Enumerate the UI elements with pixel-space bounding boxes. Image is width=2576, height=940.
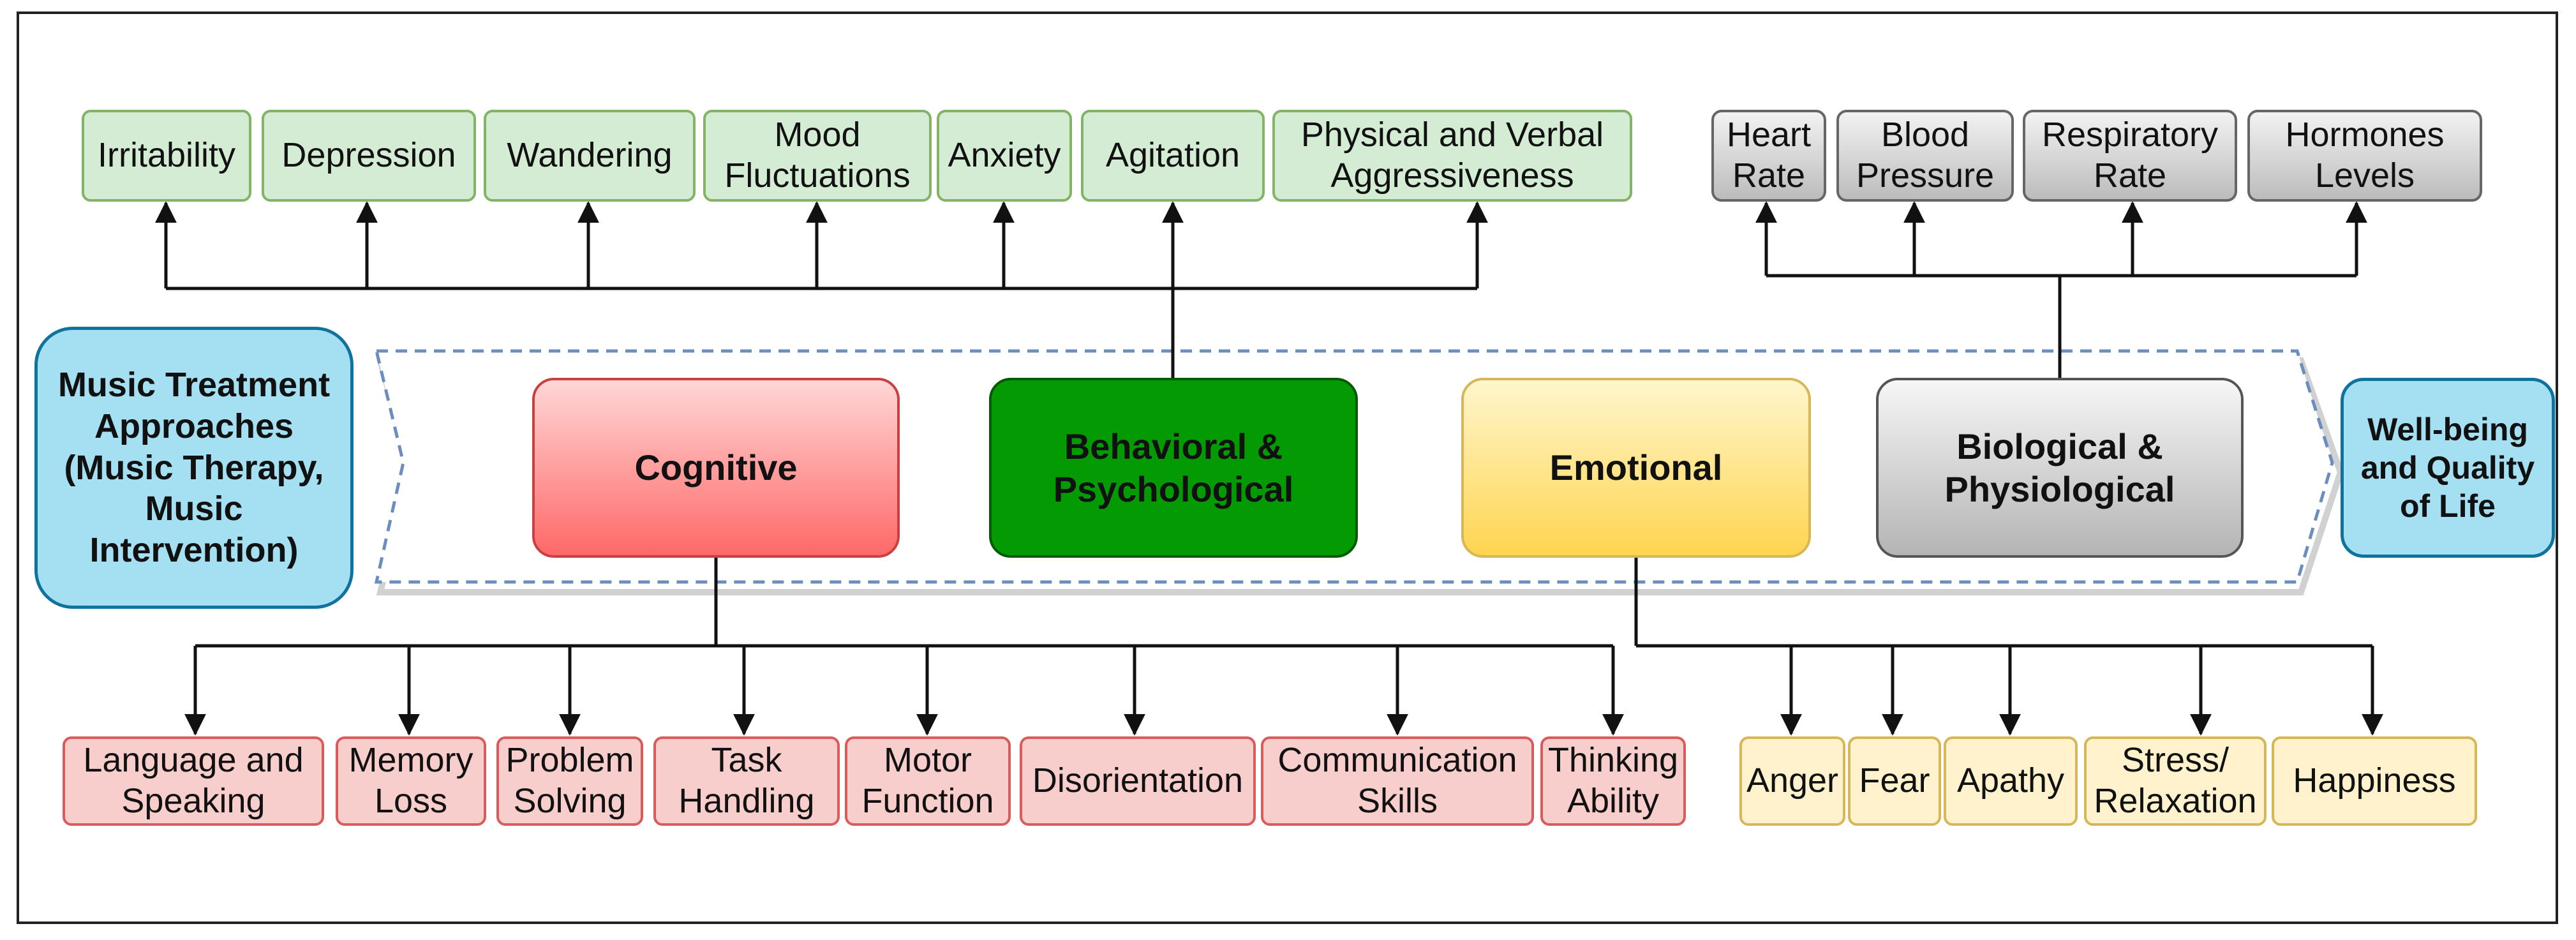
behavioral-item-label: Depression (281, 136, 456, 175)
behavioral-item-label: Irritability (97, 136, 236, 175)
behavioral-item-aggressiveness: Physical and Verbal Aggressiveness (1272, 110, 1632, 202)
cognitive-item-language-speaking: Language and Speaking (63, 736, 324, 826)
music-treatment-node: Music Treatment Approaches (Music Therap… (34, 327, 354, 609)
emotional-item-happiness: Happiness (2272, 736, 2477, 826)
biological-item-label: Blood Pressure (1856, 116, 1995, 195)
cognitive-item-motor-function: Motor Function (845, 736, 1011, 826)
biological-item-respiratory-rate: Respiratory Rate (2023, 110, 2237, 202)
biological-item-heart-rate: Heart Rate (1711, 110, 1826, 202)
biological-physiological-node: Biological & Physiological (1876, 378, 2244, 558)
behavioral-psychological-node: Behavioral & Psychological (989, 378, 1358, 558)
biological-item-label: Respiratory Rate (2041, 116, 2219, 195)
well-being-label: Well-being and Quality of Life (2360, 412, 2535, 524)
behavioral-item-depression: Depression (262, 110, 476, 202)
behavioral-psychological-label: Behavioral & Psychological (1053, 426, 1294, 509)
behavioral-item-label: Anxiety (948, 136, 1061, 175)
behavioral-item-label: Mood Fluctuations (724, 116, 911, 195)
biological-item-hormones-levels: Hormones Levels (2247, 110, 2482, 202)
emotional-label: Emotional (1549, 447, 1723, 488)
behavioral-item-label: Wandering (507, 136, 673, 175)
cognitive-item-problem-solving: Problem Solving (496, 736, 643, 826)
behavioral-item-anxiety: Anxiety (937, 110, 1072, 202)
emotional-item-label: Apathy (1956, 761, 2065, 800)
biological-physiological-label: Biological & Physiological (1944, 426, 2175, 509)
well-being-node: Well-being and Quality of Life (2341, 378, 2555, 558)
behavioral-item-agitation: Agitation (1081, 110, 1265, 202)
cognitive-item-label: Memory Loss (348, 741, 473, 820)
emotional-item-label: Stress/ Relaxation (2094, 741, 2257, 820)
cognitive-item-label: Language and Speaking (83, 741, 304, 820)
behavioral-item-label: Physical and Verbal Aggressiveness (1300, 116, 1604, 195)
cognitive-label: Cognitive (634, 447, 798, 488)
cognitive-item-disorientation: Disorientation (1020, 736, 1256, 826)
cognitive-item-label: Thinking Ability (1547, 741, 1679, 820)
behavioral-item-label: Agitation (1105, 136, 1240, 175)
emotional-item-label: Fear (1859, 761, 1930, 800)
cognitive-item-label: Task Handling (678, 741, 815, 820)
cognitive-item-thinking-ability: Thinking Ability (1540, 736, 1686, 826)
behavioral-item-mood-fluctuations: Mood Fluctuations (703, 110, 932, 202)
biological-item-label: Heart Rate (1726, 116, 1812, 195)
emotional-item-label: Happiness (2293, 761, 2456, 800)
emotional-item-fear: Fear (1848, 736, 1941, 826)
emotional-item-stress-relaxation: Stress/ Relaxation (2084, 736, 2267, 826)
cognitive-item-label: Problem Solving (505, 741, 634, 820)
behavioral-item-irritability: Irritability (82, 110, 251, 202)
emotional-item-label: Anger (1746, 761, 1839, 800)
cognitive-item-label: Disorientation (1032, 761, 1244, 800)
cognitive-item-label: Communication Skills (1277, 741, 1517, 820)
cognitive-item-label: Motor Function (861, 741, 994, 820)
emotional-item-apathy: Apathy (1944, 736, 2078, 826)
behavioral-item-wandering: Wandering (484, 110, 696, 202)
cognitive-item-task-handling: Task Handling (653, 736, 840, 826)
cognitive-item-memory-loss: Memory Loss (336, 736, 486, 826)
biological-item-label: Hormones Levels (2285, 116, 2445, 195)
biological-item-blood-pressure: Blood Pressure (1836, 110, 2014, 202)
emotional-item-anger: Anger (1739, 736, 1845, 826)
emotional-node: Emotional (1461, 378, 1811, 558)
cognitive-node: Cognitive (532, 378, 900, 558)
music-treatment-label: Music Treatment Approaches (Music Therap… (57, 366, 331, 570)
cognitive-item-communication-skills: Communication Skills (1261, 736, 1534, 826)
